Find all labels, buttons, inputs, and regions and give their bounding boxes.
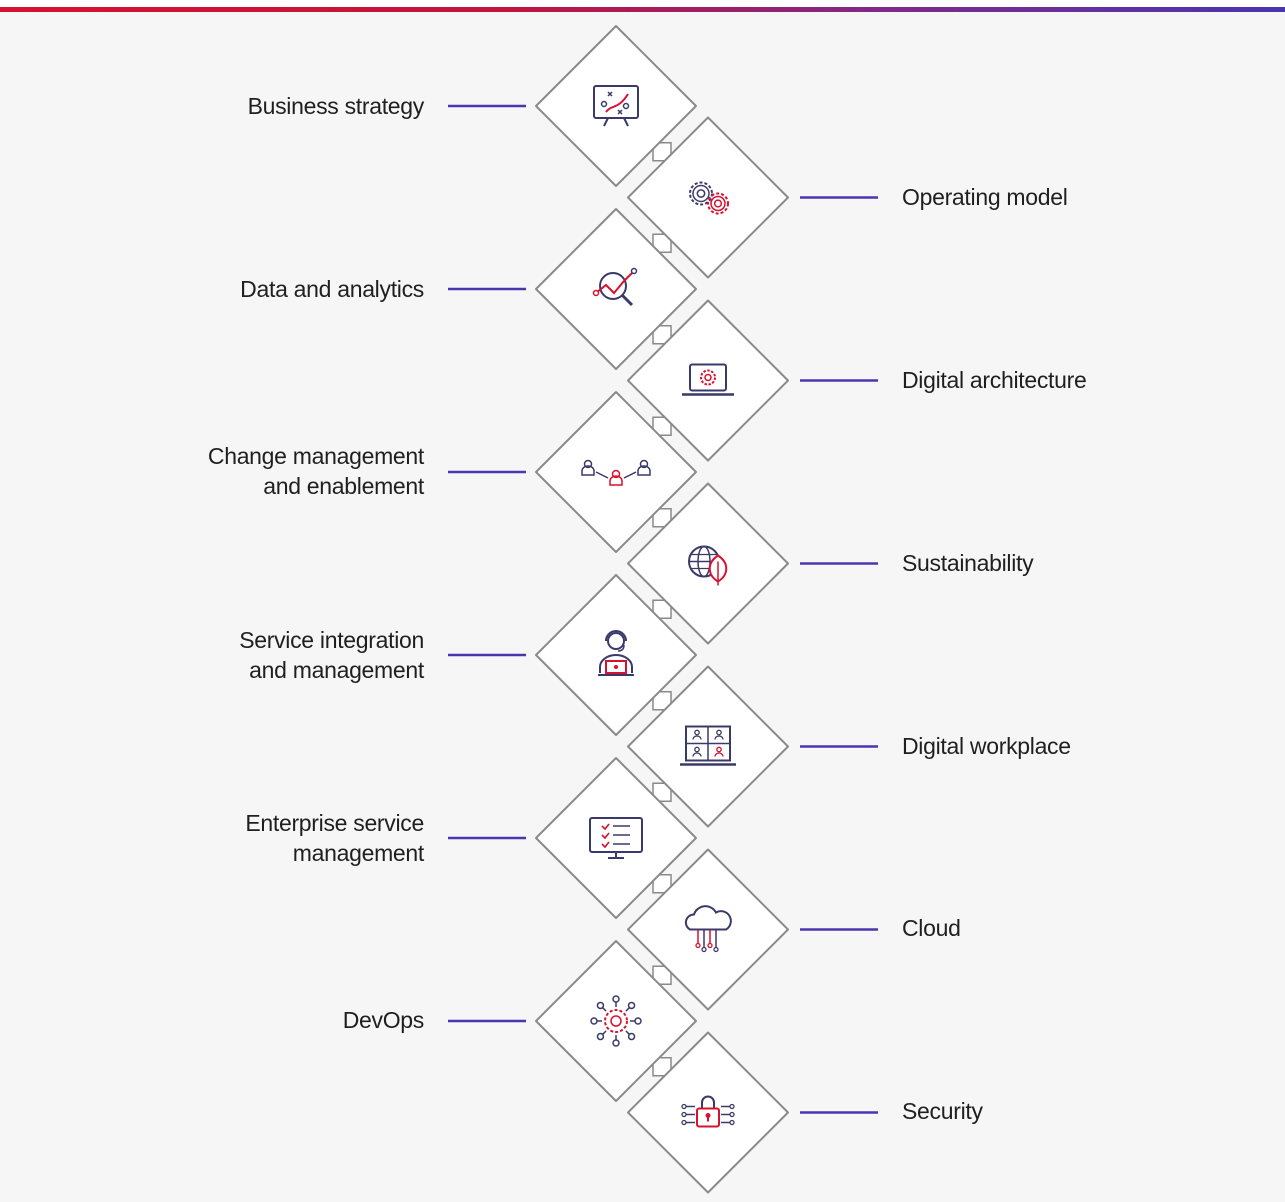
label-security: Security	[902, 1098, 983, 1124]
chain-link	[652, 142, 672, 162]
support-agent-icon	[598, 630, 634, 676]
label-digital-workplace: Digital workplace	[902, 733, 1071, 759]
chain-link	[652, 233, 672, 253]
capability-diamond	[535, 940, 697, 1102]
devops-gear-icon	[590, 995, 642, 1047]
chain-link	[652, 782, 672, 802]
capability-diamond	[627, 482, 789, 645]
people-network-icon	[581, 459, 651, 486]
chain-link	[652, 1057, 672, 1077]
capability-diamond	[535, 208, 697, 370]
chain-link	[652, 691, 672, 711]
cloud-circuit-icon	[684, 905, 732, 953]
label-cloud: Cloud	[902, 915, 961, 941]
gears-icon	[689, 181, 729, 215]
chain-link	[652, 508, 672, 528]
label-devops: DevOps	[342, 1007, 425, 1033]
capability-diamond	[535, 757, 697, 919]
chain-link	[652, 874, 672, 894]
laptop-gear-icon	[682, 363, 734, 396]
chain-link	[652, 599, 672, 619]
capability-diamond	[535, 391, 697, 553]
label-enterprise-service-management: Enterprise service management	[245, 810, 424, 866]
video-meeting-icon	[680, 725, 736, 766]
chain-link	[652, 325, 672, 345]
analytics-magnifier-icon	[592, 267, 638, 307]
lock-circuit-icon	[681, 1095, 735, 1128]
strategy-board-icon	[593, 85, 639, 127]
chain-link	[652, 416, 672, 436]
label-sustainability: Sustainability	[902, 550, 1034, 576]
label-change-management: Change management and enablement	[207, 443, 424, 499]
label-data-and-analytics: Data and analytics	[240, 276, 424, 302]
checklist-monitor-icon	[589, 817, 643, 859]
brand-gradient-bar	[0, 7, 1285, 12]
globe-leaf-icon	[688, 545, 728, 586]
label-business-strategy: Business strategy	[247, 93, 425, 119]
label-service-integration: Service integration and management	[239, 627, 424, 683]
label-operating-model: Operating model	[902, 184, 1068, 210]
label-digital-architecture: Digital architecture	[902, 367, 1087, 393]
chain-link	[652, 965, 672, 985]
